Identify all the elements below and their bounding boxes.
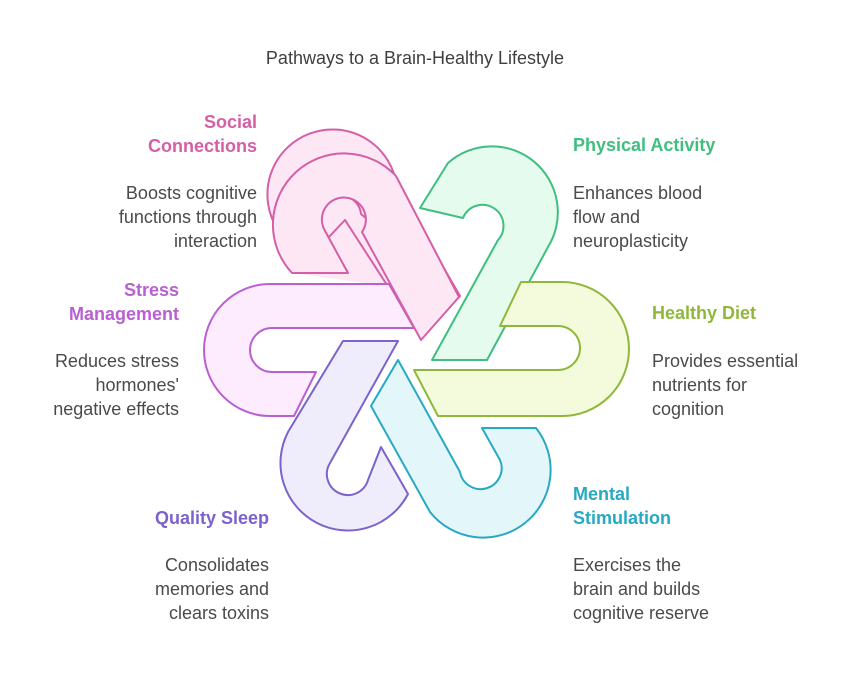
hook-mental-stimulation <box>370 359 552 539</box>
desc-healthy-diet: Provides essential nutrients for cogniti… <box>652 351 799 419</box>
diagram-title: Pathways to a Brain-Healthy Lifestyle <box>265 48 565 68</box>
desc-mental-stimulation: Exercises the brain and builds cognitive… <box>573 555 710 623</box>
desc-quality-sleep: Consolidates memories and clears toxins <box>154 555 269 623</box>
label-mental-stimulation: Mental Stimulation <box>573 484 671 528</box>
hook-healthy-diet <box>413 281 630 417</box>
desc-social-connections: Boosts cognitive functions through inter… <box>118 183 257 251</box>
hook-quality-sleep <box>279 340 409 532</box>
desc-stress-management: Reduces stress hormones' negative effect… <box>53 351 179 419</box>
label-social-connections: Social Connections <box>147 112 257 156</box>
label-stress-management: Stress Management <box>68 280 179 324</box>
label-healthy-diet: Healthy Diet <box>652 303 757 323</box>
label-quality-sleep: Quality Sleep <box>154 508 269 528</box>
hook-physical-activity <box>419 145 559 361</box>
label-physical-activity: Physical Activity <box>573 135 716 155</box>
hook-stress-management <box>203 283 415 417</box>
desc-physical-activity: Enhances blood flow and neuroplasticity <box>573 183 703 251</box>
hook-social-arc <box>271 152 460 341</box>
